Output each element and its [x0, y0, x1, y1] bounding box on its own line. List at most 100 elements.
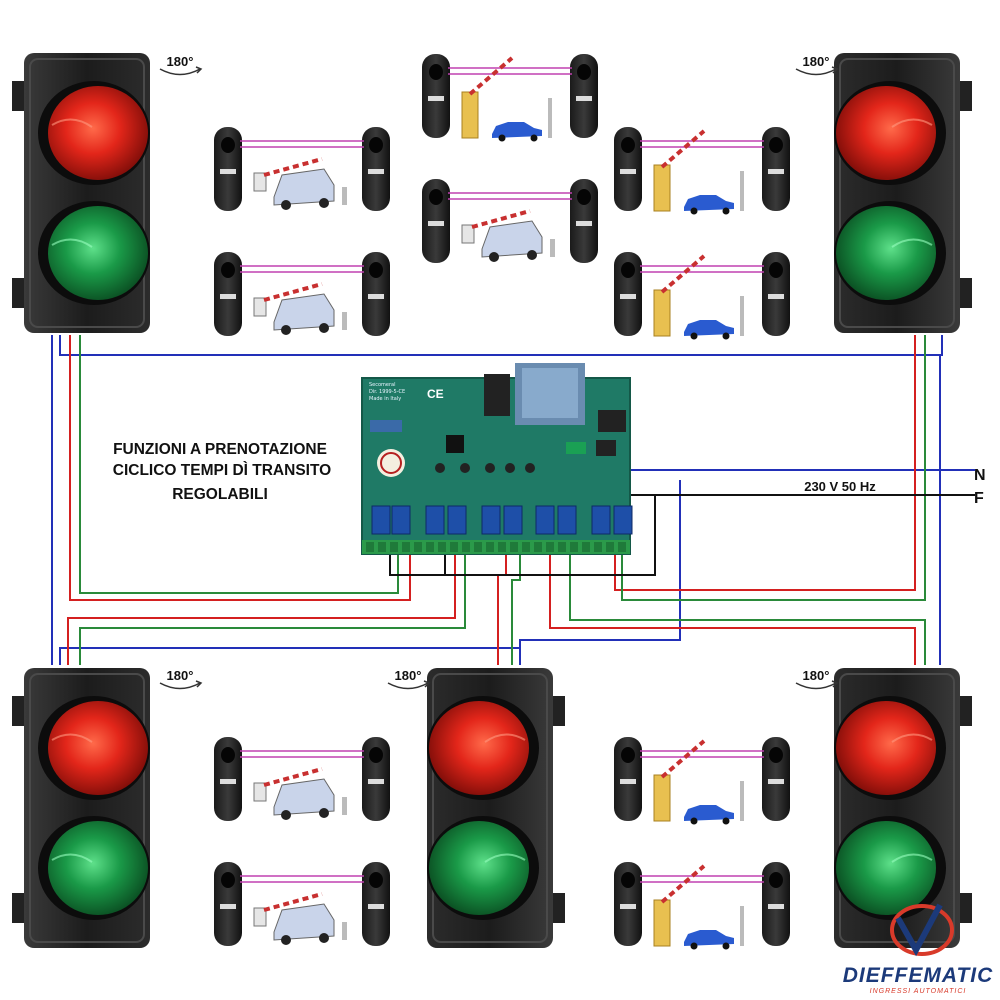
terminal-screw: [462, 542, 470, 552]
photocell-scene-10: [613, 861, 791, 950]
wire-blue: [519, 480, 681, 665]
dip-switch: [370, 420, 402, 432]
wire-blue: [59, 647, 520, 665]
rotation-indicator: 180°: [795, 668, 839, 690]
car: [273, 168, 335, 206]
car: [481, 220, 543, 258]
post: [740, 296, 744, 336]
photocell-scene-3: [613, 126, 791, 215]
photocell-scene-4: [213, 251, 391, 337]
relay: [447, 505, 467, 535]
terminal-screw: [582, 542, 590, 552]
board-directive: Dir. 1999-5-CE: [369, 389, 405, 395]
wire-red: [67, 555, 456, 665]
terminal-screw: [570, 542, 578, 552]
post: [740, 906, 744, 946]
trimmer: [505, 463, 515, 473]
terminal-screw: [534, 542, 542, 552]
brand-tagline: INGRESSI AUTOMATICI: [870, 988, 967, 995]
terminal-screw: [474, 542, 482, 552]
post: [342, 922, 347, 940]
rotation-label: 180°: [167, 668, 194, 683]
board-maker: Secomeral: [369, 382, 396, 388]
barrier-post: [253, 907, 267, 927]
wire-green: [511, 555, 521, 665]
car: [273, 293, 335, 331]
rotation-indicator: 180°: [795, 54, 839, 76]
relay: [425, 505, 445, 535]
terminal-screw: [426, 542, 434, 552]
terminal-screw: [438, 542, 446, 552]
terminal-n-label: N: [974, 467, 986, 484]
fuse-holder: [598, 410, 626, 432]
photocell-scene-9: [213, 861, 391, 947]
terminal-screw: [498, 542, 506, 552]
terminal-screw: [522, 542, 530, 552]
post: [342, 187, 347, 205]
barrier-arm: [660, 864, 706, 904]
photocell-scene-5: [421, 178, 599, 264]
brand-name: DIEFFEMATIC: [843, 964, 994, 987]
rotation-label: 180°: [803, 54, 830, 69]
post: [548, 98, 552, 138]
title-line-1: FUNZIONI A PRENOTAZIONE: [113, 441, 327, 458]
wiring-layer: [51, 335, 975, 665]
terminal-screw: [402, 542, 410, 552]
control-board: Secomeral Dir. 1999-5-CE Made in Italy C…: [361, 363, 633, 555]
title-line-2: CICLICO TEMPI DÌ TRANSITO: [113, 462, 331, 479]
barrier-post: [653, 774, 671, 822]
wire-black: [389, 495, 656, 576]
terminal-screw: [606, 542, 614, 552]
rotation-label: 180°: [395, 668, 422, 683]
traffic-light-bottom-center: [426, 668, 565, 948]
terminal-f-label: F: [974, 490, 984, 507]
rotation-indicator: 180°: [387, 668, 431, 690]
photocell-scene-2: [421, 53, 599, 142]
barrier-arm: [660, 129, 706, 169]
title-block: FUNZIONI A PRENOTAZIONE CICLICO TEMPI DÌ…: [113, 441, 331, 503]
barrier-post: [653, 289, 671, 337]
rotation-label: 180°: [803, 668, 830, 683]
relay: [481, 505, 501, 535]
terminal-screw: [618, 542, 626, 552]
terminal-screw: [546, 542, 554, 552]
barrier-arm: [468, 56, 514, 96]
photocell-scene-8: [613, 736, 791, 825]
relay: [503, 505, 523, 535]
terminal-screw: [594, 542, 602, 552]
relay: [613, 505, 633, 535]
post: [740, 171, 744, 211]
terminal-screw: [390, 542, 398, 552]
microcontroller-chip: [446, 435, 464, 453]
traffic-light-top-left: [12, 53, 151, 333]
relay: [557, 505, 577, 535]
barrier-post: [253, 297, 267, 317]
relay: [591, 505, 611, 535]
wire-green: [621, 335, 926, 601]
brand-logo: DIEFFEMATIC INGRESSI AUTOMATICI: [843, 903, 994, 995]
barrier-post: [461, 91, 479, 139]
title-line-3: REGOLABILI: [172, 486, 268, 503]
car: [273, 778, 335, 816]
barrier-arm: [660, 254, 706, 294]
terminal-screw: [558, 542, 566, 552]
car: [492, 122, 542, 138]
barrier-post: [653, 164, 671, 212]
wire-blue: [59, 335, 943, 356]
barrier-arm: [471, 209, 531, 229]
rotation-indicator: 180°: [159, 668, 203, 690]
barrier-arm: [263, 157, 323, 177]
trimmer: [435, 463, 445, 473]
traffic-light-top-right: [833, 53, 972, 333]
wire-red: [69, 335, 411, 601]
barrier-post: [461, 224, 475, 244]
rotation-label: 180°: [167, 54, 194, 69]
barrier-post: [253, 782, 267, 802]
rotation-indicator: 180°: [159, 54, 203, 76]
post: [550, 239, 555, 257]
trimmer: [460, 463, 470, 473]
photocell-scene-1: [213, 126, 391, 212]
post: [740, 781, 744, 821]
terminal-screw: [378, 542, 386, 552]
